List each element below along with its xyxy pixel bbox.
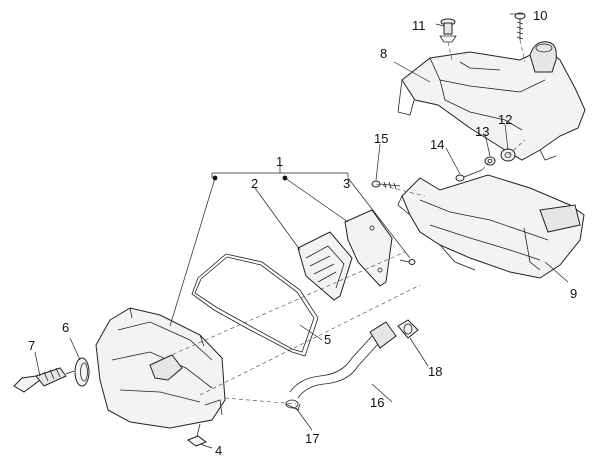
callout-5: 5 (324, 332, 331, 347)
spark-plug-part-7 (13, 367, 75, 393)
callout-16: 16 (370, 395, 384, 410)
callout-6: 6 (62, 320, 69, 335)
plug-part-11 (439, 18, 457, 43)
hose-clamp-part-18 (397, 319, 419, 339)
callout-17: 17 (305, 431, 319, 446)
callout-8: 8 (380, 46, 387, 61)
lower-shroud-part-9 (397, 174, 585, 279)
washer-part-13 (484, 156, 496, 166)
hose-clamp-part-17 (285, 399, 301, 411)
callout-9: 9 (570, 286, 577, 301)
cover-plate-part-3 (344, 209, 393, 287)
seal-ring-part-6 (74, 357, 90, 387)
callout-15: 15 (374, 131, 388, 146)
upper-cover-part-8 (397, 41, 586, 161)
callout-4: 4 (215, 443, 222, 458)
baffle-plate-part-2 (297, 231, 353, 301)
callout-3: 3 (343, 176, 350, 191)
gasket-part-5 (191, 253, 319, 357)
screw-part-4 (186, 423, 208, 447)
valve-cover-head (95, 307, 226, 429)
callout-14: 14 (430, 137, 444, 152)
leader-lines (34, 13, 569, 449)
screw-near-part-3 (399, 259, 416, 265)
assembly-guide-lines (159, 39, 526, 405)
bolt-part-10 (514, 12, 526, 40)
callout-2: 2 (251, 176, 258, 191)
breather-hose-part-16 (289, 321, 397, 399)
callout-1: 1 (276, 154, 283, 169)
callout-18: 18 (428, 364, 442, 379)
screw-part-14 (455, 169, 483, 182)
screw-part-15 (371, 180, 401, 190)
callout-13: 13 (475, 124, 489, 139)
callout-7: 7 (28, 338, 35, 353)
callout-10: 10 (533, 8, 547, 23)
callout-11: 11 (412, 18, 426, 33)
callout-12: 12 (498, 112, 512, 127)
